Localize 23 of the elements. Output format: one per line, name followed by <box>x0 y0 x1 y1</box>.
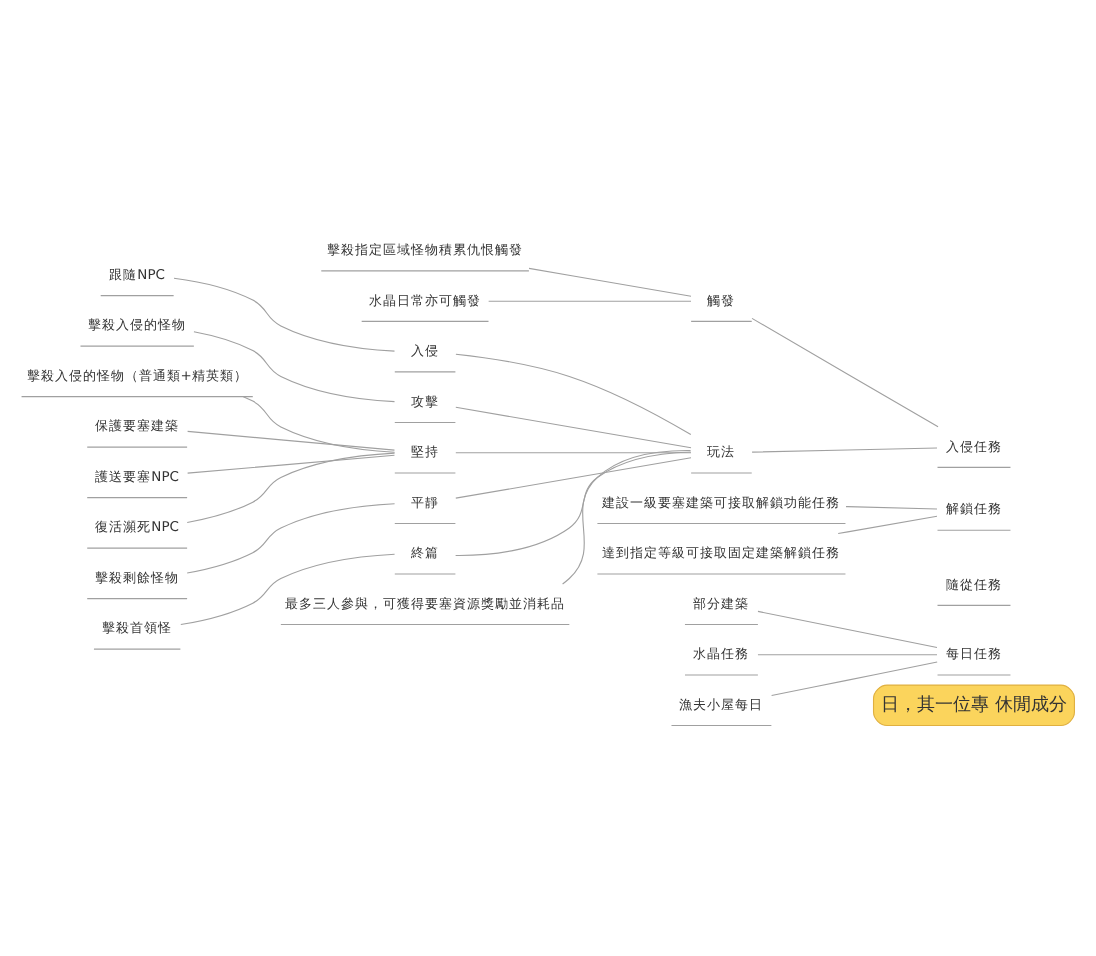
connector <box>187 430 396 451</box>
connector <box>528 267 692 297</box>
connector <box>455 353 692 436</box>
connector <box>193 331 396 403</box>
connector <box>757 610 938 649</box>
connector <box>455 451 692 557</box>
connector <box>186 452 396 523</box>
connector <box>455 406 692 449</box>
connector <box>757 654 938 656</box>
connector <box>488 300 692 302</box>
connector <box>771 661 938 697</box>
node-box: 日，其一位專 休閒成分 <box>872 684 1075 727</box>
connector <box>242 396 396 453</box>
connector <box>845 506 938 510</box>
connector <box>837 515 938 535</box>
connector <box>173 277 396 352</box>
connector <box>186 503 396 574</box>
connector <box>562 449 692 585</box>
connector <box>187 454 396 474</box>
connector <box>751 447 938 453</box>
connector <box>751 317 939 428</box>
connector <box>180 553 396 626</box>
connector <box>455 457 692 499</box>
